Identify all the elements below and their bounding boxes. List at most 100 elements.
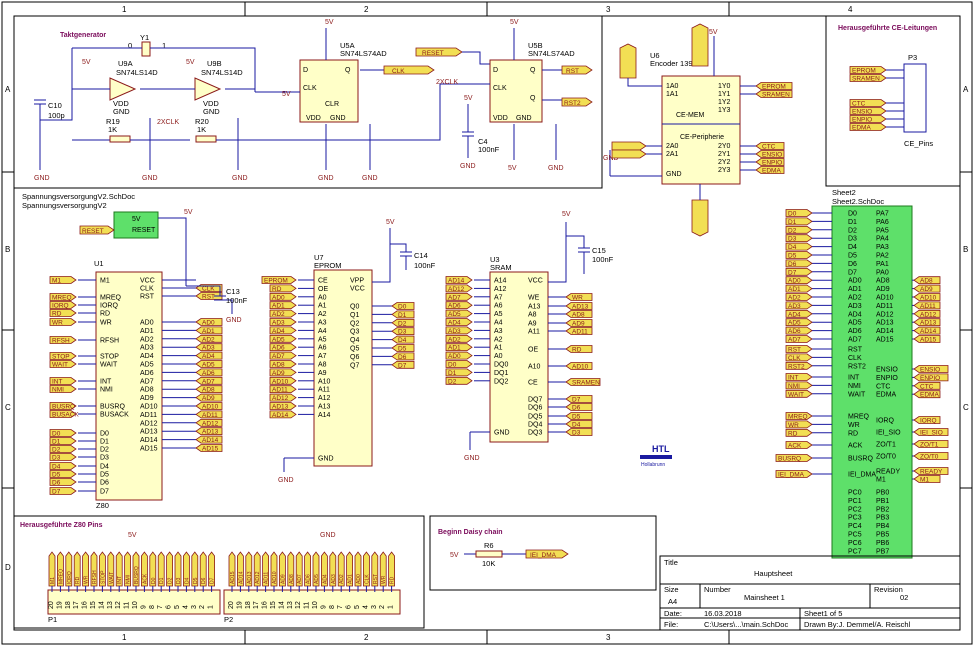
sheet2-lport-ad0-8-label: AD0 <box>788 278 801 285</box>
p3-ref: P3 <box>908 53 917 62</box>
sheet2-lport-wait-21 <box>785 389 813 398</box>
c13-value: 100nF <box>226 296 248 305</box>
u1-port-wait-7 <box>49 360 77 368</box>
p1-port-label-d5: D5 <box>193 577 199 584</box>
u1-port-d6-18-label: D6 <box>52 480 61 487</box>
sheet2-lport-ad1-9 <box>785 284 813 293</box>
svg-text:D: D <box>493 67 498 74</box>
sheet2-rport-ad13-13-label: AD13 <box>920 320 937 327</box>
row-markers: A B C D A B C <box>2 85 972 572</box>
u7-rport-d0 <box>391 302 415 310</box>
p1-port-label-d3: D3 <box>176 577 182 584</box>
u6-port-enpio <box>755 158 785 166</box>
p2-pin-12: 12 <box>295 601 302 609</box>
u7-port-15 <box>269 402 297 410</box>
p1-port-label-iorq: IORQ <box>67 571 73 584</box>
u1-rport-ad8-12 <box>195 385 223 394</box>
p2-port-label-ad1-14: AD1 <box>348 574 354 584</box>
c14-value: 100nF <box>414 261 436 270</box>
sheet2-lpin-rst2-18: RST2 <box>848 363 866 370</box>
u1-rpin-ad4-8: AD4 <box>140 353 154 360</box>
sheet2-rport-iorq-20 <box>913 416 941 424</box>
p2-pin-5: 5 <box>354 605 361 609</box>
u7-port-0-label: EPROM <box>264 278 288 285</box>
sheet2-lport-int-19 <box>785 373 813 381</box>
u3-rpin-we-1: WE <box>528 295 540 302</box>
sheet2-lport-ad3-11 <box>785 301 813 310</box>
sheet2-rport-ad9-9 <box>913 284 941 293</box>
sheet2-lport-ad0-8 <box>785 276 813 285</box>
p1-port-label-ack: ACK <box>142 573 148 584</box>
svg-text:1Y1: 1Y1 <box>718 91 731 98</box>
u3-ref: U3 <box>490 255 500 264</box>
sheet2-lport-ad4-12 <box>785 309 813 318</box>
svg-text:2A0: 2A0 <box>666 143 679 150</box>
net-5v-1: 5V <box>82 59 91 66</box>
u6-part: Encoder 139 <box>650 59 693 68</box>
u1-rport-ad14-18-label: AD14 <box>202 437 219 444</box>
u3-rport-d5-label: D5 <box>572 414 581 421</box>
u1-pin-mreq: MREQ <box>100 295 122 302</box>
svg-text:Q: Q <box>530 95 536 102</box>
u1-pin-wait: WAIT <box>100 362 118 369</box>
u7-pin-a1-3: A1 <box>318 303 327 310</box>
sheet2-left-ports: D0D0D1D1D2D2D3D3D4D4D5D5D6D6D7D7AD0AD0AD… <box>775 209 876 479</box>
p1-pin-8: 8 <box>149 605 156 609</box>
p1-pin-9: 9 <box>140 605 147 609</box>
net-5v-u5b-b: 5V <box>508 165 517 172</box>
sheet2-rport-zo-t0-23 <box>913 452 949 460</box>
u1-pin-busack: BUSACK <box>100 412 129 419</box>
u3-port-ad12-label: AD12 <box>448 286 465 293</box>
sheet2-rport-m1-25-label: M1 <box>920 477 929 484</box>
sheet2-lpin-d0-0: D0 <box>848 211 857 218</box>
u1-rport-ad4-8 <box>195 351 223 360</box>
u1-port-d3-15-label: D3 <box>52 455 61 462</box>
u3-rpin-a9-4: A9 <box>528 321 537 328</box>
p2-port-ad0-15 <box>354 551 362 587</box>
u1-rport-rst-2-label: RST <box>202 294 215 301</box>
p1-port-ack <box>140 551 148 587</box>
u6-port-edma <box>755 166 785 174</box>
net-gnd-c4: GND <box>460 163 476 170</box>
htl-logo-text: HTL <box>652 444 670 454</box>
net-5v-u6: 5V <box>709 29 718 36</box>
p2-port-label-ad5-10: AD5 <box>314 574 320 584</box>
ad15-port-u6 <box>619 43 637 79</box>
sram-symbol <box>489 271 549 443</box>
sheet2-rpin-zo-t0-23: ZO/T0 <box>876 454 896 461</box>
reset-port-top <box>415 47 463 57</box>
sheet2-lport-rd-24-label: RD <box>788 430 798 437</box>
sheet2-lport-d7-7-label: D7 <box>788 269 797 276</box>
u1-rport-ad1-5 <box>195 326 223 335</box>
p1-port-label-busrq: BUSRQ <box>134 566 140 584</box>
u1-rport-ad4-8-label: AD4 <box>202 353 215 360</box>
sheet2-bpin-pc7: PC7 <box>848 548 862 555</box>
u1-port-d2-14 <box>49 445 77 453</box>
u7-pin-a8-10: A8 <box>318 362 327 369</box>
reset-port-power <box>79 225 115 235</box>
u1-port-d0-12 <box>49 429 77 437</box>
u5a-symbol <box>299 59 359 123</box>
sheet2-lpin-d3-3: D3 <box>848 236 857 243</box>
u7-rpin-vcc: VCC <box>350 286 365 293</box>
u3-left-pins: A14AD14A12AD12A7AD7A6AD6A5AD5A4AD4A3AD3A… <box>445 276 510 437</box>
u1-port-nmi-9-label: NMI <box>52 387 64 394</box>
p2-port-ad3-12 <box>329 551 337 587</box>
u7-pin-gnd-17: GND <box>318 456 334 463</box>
u7-port-3-label: AD1 <box>272 303 285 310</box>
row-b-right: B <box>963 245 968 254</box>
u5a-part: SN74LS74AD <box>340 49 387 58</box>
sheet2-lpin-mreq-22: MREQ <box>848 414 870 421</box>
u1-pin-d1: D1 <box>100 439 109 446</box>
p1-port-rd <box>73 551 81 587</box>
drawn-value: Drawn By:J. Demmel/A. Reischl <box>804 620 911 629</box>
u1-rport-ad9-13-label: AD9 <box>202 395 215 402</box>
sheet2-lport-d7-7 <box>785 267 813 276</box>
net-5v-2: 5V <box>186 59 195 66</box>
p2-port-label-rd-19: RD <box>390 576 396 584</box>
u1-port-mreq-1 <box>49 293 77 301</box>
u7-rport-d0-label: D0 <box>398 304 407 311</box>
p1-port-nmi <box>124 551 132 587</box>
sheet2-rpin-pa7-0: PA7 <box>876 211 889 218</box>
